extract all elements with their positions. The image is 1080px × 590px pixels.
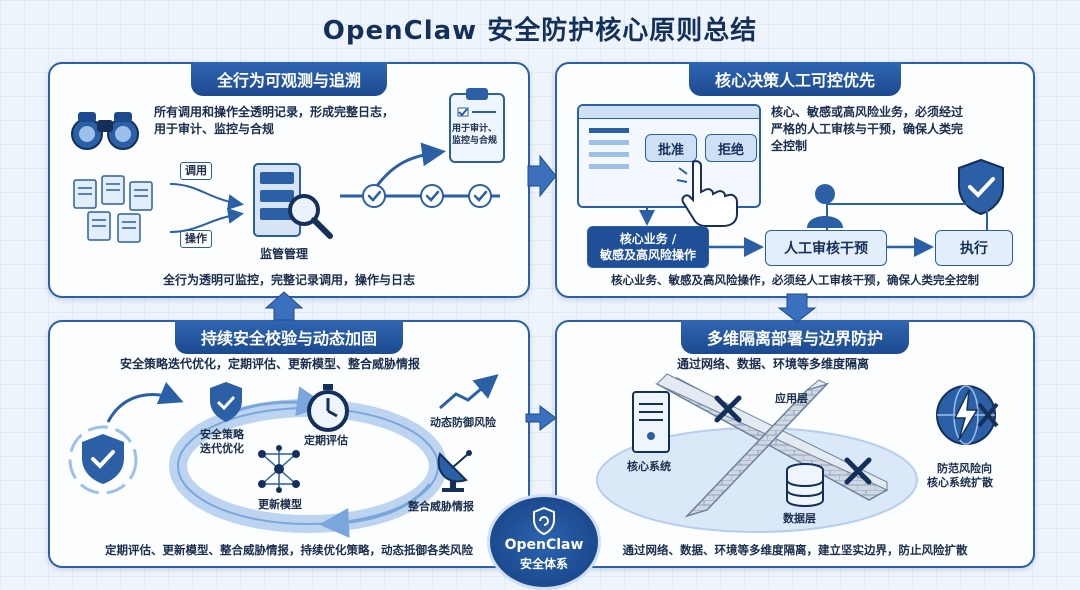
prevent-spread-1: 防范风险向 [937, 462, 992, 475]
shield-check-icon [958, 158, 1004, 216]
isolation-footer: 通过网络、数据、环境等多维度隔离，建立坚实边界，防止风险扩散 [622, 543, 968, 557]
flow-core-business: 核心业务 / 敏感及高风险操作 [587, 226, 709, 268]
panel-continuous: 持续安全校验与动态加固 安全策略迭代优化，定期评估、更新模型、整合威胁情报 安全… [48, 320, 530, 568]
app-layer: 应用层 [775, 392, 808, 405]
flow-core-line2: 敏感及高风险操作 [599, 248, 696, 262]
flow-core-line1: 核心业务 / [619, 232, 677, 246]
cycle-assess: 定期评估 [304, 434, 348, 447]
clipboard-icon [449, 88, 505, 163]
reject-button[interactable]: 拒绝 [705, 134, 757, 162]
approve-button[interactable]: 批准 [645, 134, 697, 162]
panel-human-control: 核心决策人工可控优先 批准 拒绝 核心、敏感或高风险业务，必须经过 严格的人工审… [555, 62, 1035, 298]
user-icon [807, 184, 843, 228]
trend-up-icon [439, 374, 499, 410]
human-desc-2: 严格的人工审核与干预，确保人类完 [771, 122, 964, 136]
binoculars-icon [71, 112, 139, 150]
observability-desc-1: 所有调用和操作全透明记录，形成完整日志， [154, 105, 395, 119]
panel-heading: 多维隔离部署与边界防护 [680, 320, 910, 354]
flow-arrows [639, 206, 934, 257]
data-layer: 数据层 [783, 512, 816, 525]
openclaw-badge: OpenClaw 安全体系 [487, 494, 601, 590]
panel-observability: 全行为可观测与追溯 所有调用和操作全透明记录，形成完整日志， 用于审计、监控与合… [48, 62, 530, 298]
cycle-policy-2: 迭代优化 [200, 442, 244, 455]
core-system: 核心系统 [627, 460, 671, 473]
clipboard-text-2: 监控与合规 [452, 136, 498, 146]
hand-icon [676, 160, 738, 227]
curve-arrow [106, 382, 184, 423]
firewall-icon [596, 373, 918, 533]
database-icon [786, 463, 824, 507]
page-title: OpenClaw 安全防护核心原则总结 [322, 16, 758, 46]
observability-footer: 全行为透明可监控，完整记录调用，操作与日志 [162, 273, 415, 287]
globe-lightning-icon [936, 385, 999, 445]
prevent-spread-2: 核心系统扩散 [927, 476, 993, 489]
continuous-footer: 定期评估、更新模型、整合威胁情报，持续优化策略，动态抵御各类风险 [105, 543, 473, 557]
neural-network-icon [258, 445, 300, 493]
panel-heading: 持续安全校验与动态加固 [174, 320, 404, 354]
flow-connector [826, 203, 988, 230]
policy-shield-icon [210, 382, 242, 422]
label-call: 调用 [180, 162, 212, 180]
server-icon [632, 391, 670, 453]
label-supervision: 监管管理 [260, 247, 309, 261]
clipboard-text-1: 用于审计、 [452, 124, 498, 134]
panel-heading: 全行为可观测与追溯 [190, 62, 388, 96]
flow-human-review: 人工审核干预 [765, 230, 887, 266]
flow-execute: 执行 [935, 230, 1013, 266]
cycle-model: 更新模型 [258, 498, 302, 511]
cycle-threat: 整合威胁情报 [408, 500, 474, 513]
blocked-icon [844, 457, 872, 485]
shield-refresh-icon [533, 506, 555, 536]
documents-icon [73, 175, 153, 243]
observability-desc-2: 用于审计、监控与合规 [154, 122, 275, 136]
blocked-icon [714, 395, 742, 423]
flow-arrows [169, 183, 244, 233]
magnifier-icon [288, 194, 333, 239]
human-footer: 核心业务、敏感及高风险操作，必须经人工审核干预，确保人类完全控制 [611, 273, 979, 287]
satellite-dish-icon [437, 450, 472, 492]
server-icon [253, 163, 301, 237]
label-operation: 操作 [180, 230, 212, 248]
shield-check-icon [68, 425, 138, 495]
human-desc-3: 全控制 [771, 139, 808, 153]
cycle-policy-1: 安全策略 [200, 428, 244, 441]
badge-subtitle: 安全体系 [519, 557, 568, 571]
human-desc-1: 核心、敏感或高风险业务，必须经过 [771, 105, 964, 119]
badge-name: OpenClaw [504, 537, 584, 553]
isolation-desc: 通过网络、数据、环境等多维度隔离 [677, 357, 870, 371]
continuous-desc: 安全策略迭代优化，定期评估、更新模型、整合威胁情报 [120, 357, 421, 371]
stopwatch-icon [307, 384, 349, 432]
check-icon [340, 142, 500, 208]
panel-heading: 核心决策人工可控优先 [688, 62, 902, 96]
dynamic-risk: 动态防御风险 [430, 416, 496, 429]
